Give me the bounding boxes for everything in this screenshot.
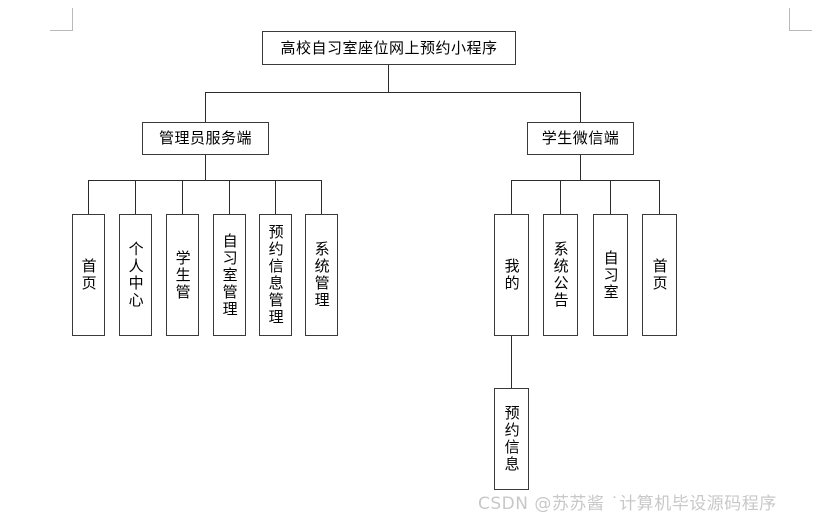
node-admin-leaf-personal-center[interactable]: 个人中心 bbox=[119, 214, 152, 336]
page-corner-mark-top-left bbox=[50, 8, 73, 31]
connector-admin-fan-bar bbox=[88, 180, 321, 182]
node-admin-leaf-home[interactable]: 首页 bbox=[72, 214, 105, 336]
connector-student-drop-1 bbox=[511, 180, 513, 215]
connector-admin-drop-3 bbox=[182, 180, 184, 215]
connector-student-fan-bar bbox=[511, 180, 660, 182]
connector-mine-to-booking-info bbox=[511, 336, 513, 388]
node-admin-leaf-studyroom-mgmt[interactable]: 自习室管理 bbox=[213, 214, 246, 336]
node-root[interactable]: 高校自习室座位网上预约小程序 bbox=[262, 31, 516, 65]
connector-root-to-admin bbox=[205, 92, 207, 122]
connector-student-drop-3 bbox=[610, 180, 612, 215]
connector-root-split-bar bbox=[205, 92, 581, 94]
node-admin-leaf-booking-info-mgmt[interactable]: 预约信息管理 bbox=[259, 214, 292, 336]
node-admin-leaf-student-mgmt[interactable]: 学生管 bbox=[166, 214, 199, 336]
node-admin-leaf-system-mgmt[interactable]: 系统管理 bbox=[305, 214, 338, 336]
connector-root-trunk bbox=[388, 65, 390, 92]
node-student-leaf-mine[interactable]: 我的 bbox=[494, 214, 529, 336]
node-branch-student[interactable]: 学生微信端 bbox=[527, 122, 634, 155]
connector-admin-drop-6 bbox=[321, 180, 323, 215]
page-corner-mark-top-right bbox=[789, 8, 812, 31]
connector-admin-drop-4 bbox=[229, 180, 231, 215]
connector-student-drop-4 bbox=[659, 180, 661, 215]
connector-admin-drop-5 bbox=[275, 180, 277, 215]
connector-admin-trunk bbox=[205, 155, 207, 180]
node-student-leaf-system-notice[interactable]: 系统公告 bbox=[543, 214, 578, 336]
connector-admin-drop-2 bbox=[135, 180, 137, 215]
watermark-text: CSDN @苏苏酱 ˙计算机毕设源码程序 bbox=[478, 494, 777, 514]
node-student-leaf-booking-info[interactable]: 预约信息 bbox=[494, 388, 529, 490]
connector-student-trunk bbox=[580, 155, 582, 180]
node-branch-admin[interactable]: 管理员服务端 bbox=[142, 122, 269, 155]
node-student-leaf-studyroom[interactable]: 自习室 bbox=[593, 214, 628, 336]
connector-admin-drop-1 bbox=[88, 180, 90, 215]
connector-root-to-student bbox=[580, 92, 582, 122]
connector-student-drop-2 bbox=[560, 180, 562, 215]
node-student-leaf-home[interactable]: 首页 bbox=[642, 214, 677, 336]
